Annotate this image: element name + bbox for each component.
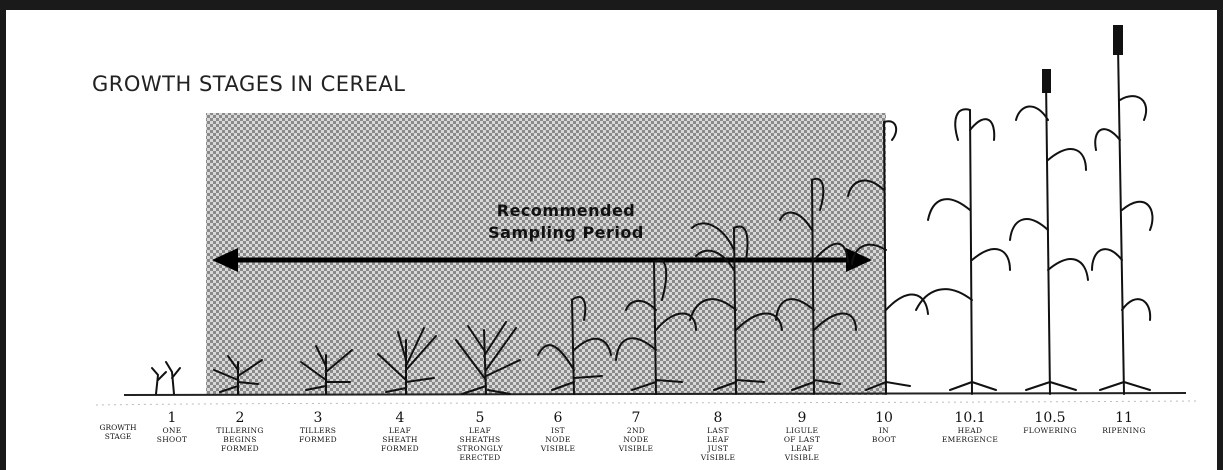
stage-description: IN BOOT bbox=[836, 426, 932, 444]
plant-stage-11 bbox=[1092, 26, 1152, 394]
stage-number: 8 bbox=[670, 410, 766, 426]
diagram-frame: GROWTH STAGES IN CEREAL Recommended Samp… bbox=[6, 10, 1217, 470]
sampling-period-label: Recommended Sampling Period bbox=[446, 200, 686, 244]
plant-stage-1 bbox=[152, 362, 180, 394]
plant-stage-10-5 bbox=[1010, 70, 1088, 394]
stage-10: 10 IN BOOT bbox=[836, 410, 932, 444]
stage-number: 10 bbox=[836, 410, 932, 426]
stage-number: 11 bbox=[1076, 410, 1172, 426]
stage-description: LAST LEAF JUST VISIBLE bbox=[670, 426, 766, 462]
stage-8: 8 LAST LEAF JUST VISIBLE bbox=[670, 410, 766, 462]
stage-description: RIPENING bbox=[1076, 426, 1172, 435]
ground-line bbox=[96, 393, 1196, 405]
plant-stage-10-1 bbox=[916, 109, 1010, 394]
diagram-title: GROWTH STAGES IN CEREAL bbox=[92, 72, 405, 96]
stage-11: 11 RIPENING bbox=[1076, 410, 1172, 435]
sampling-period-region bbox=[206, 113, 886, 395]
sampling-period-label-line1: Recommended bbox=[446, 200, 686, 222]
sampling-period-label-line2: Sampling Period bbox=[446, 222, 686, 244]
